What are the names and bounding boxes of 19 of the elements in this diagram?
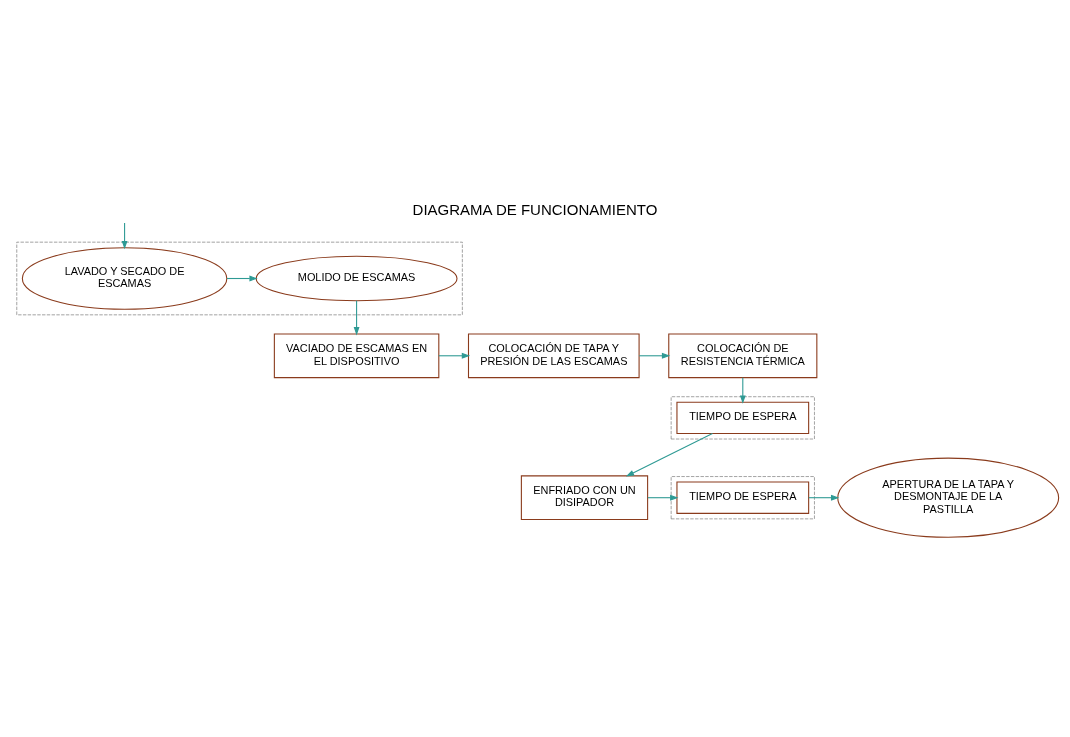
- arrow: [647, 494, 679, 501]
- node-ellipse: APERTURA DE LA TAPA Y DESMONTAJE DE LA PASTILLA: [837, 457, 1060, 538]
- node-box: TIEMPO DE ESPERA: [676, 480, 810, 514]
- arrow: [226, 275, 258, 281]
- arrow: [808, 494, 840, 501]
- node-ellipse: MOLIDO DE ESCAMAS: [255, 255, 458, 301]
- node-box: VACIADO DE ESCAMAS EN EL DISPOSITIVO: [273, 332, 440, 378]
- arrow: [438, 352, 471, 359]
- arrow: [739, 376, 746, 404]
- arrow: [638, 352, 671, 359]
- node-box: TIEMPO DE ESPERA: [676, 401, 810, 434]
- arrow: [625, 432, 713, 477]
- node-ellipse: LAVADO Y SECADO DE ESCAMAS: [21, 246, 228, 310]
- node-box: COLOCACIÓN DE TAPA Y PRESIÓN DE LAS ESCAMAS: [467, 332, 640, 378]
- diagram-title: DIAGRAMA DE FUNCIONAMIENTO: [412, 200, 658, 218]
- node-box: COLOCACIÓN DE RESISTENCIA TÉRMICA: [668, 332, 818, 378]
- node-box: ENFRIADO CON UN DISIPADOR: [520, 474, 649, 520]
- arrow: [121, 222, 128, 249]
- arrow: [353, 299, 360, 335]
